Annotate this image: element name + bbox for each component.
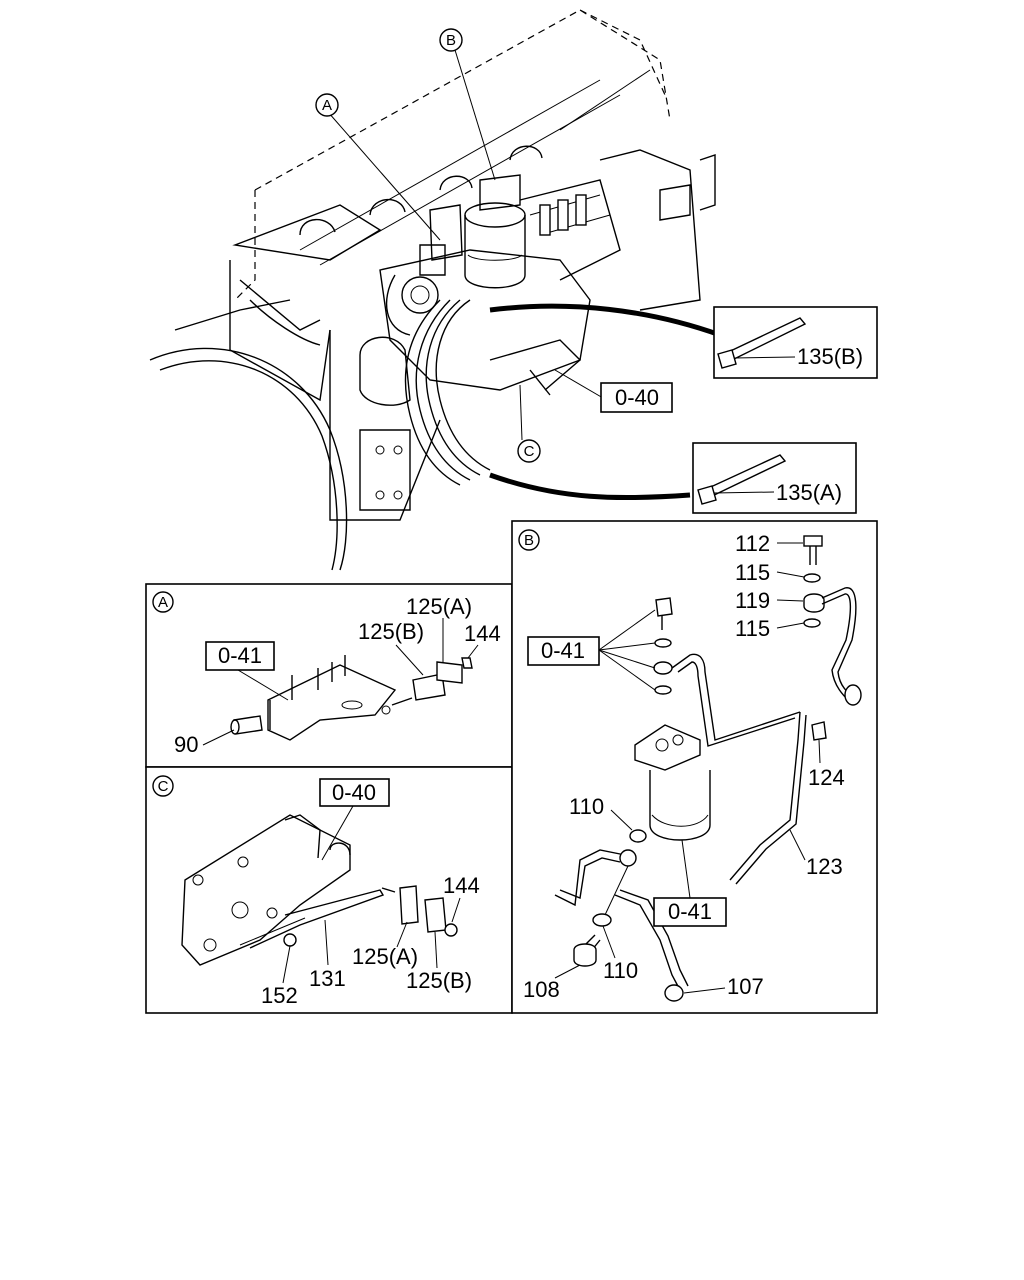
- callout-c-main: C: [517, 439, 541, 463]
- panel-a: A 0-41 125(A) 125(B) 144 90: [145, 583, 513, 768]
- part-label-115-upper: 115: [735, 560, 770, 585]
- part-label-125a: 125(A): [406, 594, 472, 619]
- part-label-115-lower: 115: [735, 616, 770, 641]
- ref-box-a: 0-41: [205, 641, 275, 671]
- callout-a-main: A: [315, 93, 339, 117]
- svg-text:0-41: 0-41: [541, 638, 585, 663]
- panel-c: C 0-40 144 125(A) 125(B) 131 152: [145, 766, 513, 1014]
- cable-tie-b-box: 135(B): [713, 306, 878, 379]
- part-label-144-c: 144: [443, 873, 480, 898]
- ref-box-main: 0-40: [600, 382, 673, 413]
- part-label-135b: 135(B): [797, 344, 863, 369]
- panel-b: B: [511, 520, 878, 1014]
- part-label-125b-c: 125(B): [406, 968, 472, 993]
- ref-box-b-lower: 0-41: [653, 897, 727, 927]
- part-label-125b: 125(B): [358, 619, 424, 644]
- part-label-131: 131: [309, 966, 346, 991]
- svg-text:0-41: 0-41: [668, 899, 712, 924]
- svg-text:A: A: [322, 97, 332, 114]
- part-label-152: 152: [261, 983, 298, 1008]
- svg-text:0-40: 0-40: [615, 385, 659, 410]
- main-callouts: A B C 0-40: [315, 28, 673, 463]
- svg-text:B: B: [524, 532, 534, 549]
- part-label-119: 119: [735, 588, 770, 613]
- svg-text:C: C: [524, 443, 535, 460]
- ref-box-b-upper: 0-41: [527, 636, 600, 666]
- part-label-108: 108: [523, 977, 560, 1002]
- part-label-123: 123: [806, 854, 843, 879]
- part-label-112: 112: [735, 531, 770, 556]
- part-label-90: 90: [174, 732, 198, 757]
- cable-tie-a-box: 135(A): [692, 442, 857, 514]
- ref-box-c: 0-40: [319, 778, 390, 807]
- svg-text:0-41: 0-41: [218, 643, 262, 668]
- callout-b-main: B: [439, 28, 463, 52]
- part-label-144: 144: [464, 621, 501, 646]
- part-label-107: 107: [727, 974, 764, 999]
- part-label-110-upper: 110: [569, 794, 604, 819]
- part-label-125a-c: 125(A): [352, 944, 418, 969]
- svg-text:0-40: 0-40: [332, 780, 376, 805]
- part-label-135a: 135(A): [776, 480, 842, 505]
- part-label-110-lower: 110: [603, 958, 638, 983]
- engine-overview: [149, 9, 721, 571]
- svg-text:A: A: [158, 594, 168, 611]
- svg-text:C: C: [158, 778, 169, 795]
- part-label-124: 124: [808, 765, 845, 790]
- svg-text:B: B: [446, 32, 456, 49]
